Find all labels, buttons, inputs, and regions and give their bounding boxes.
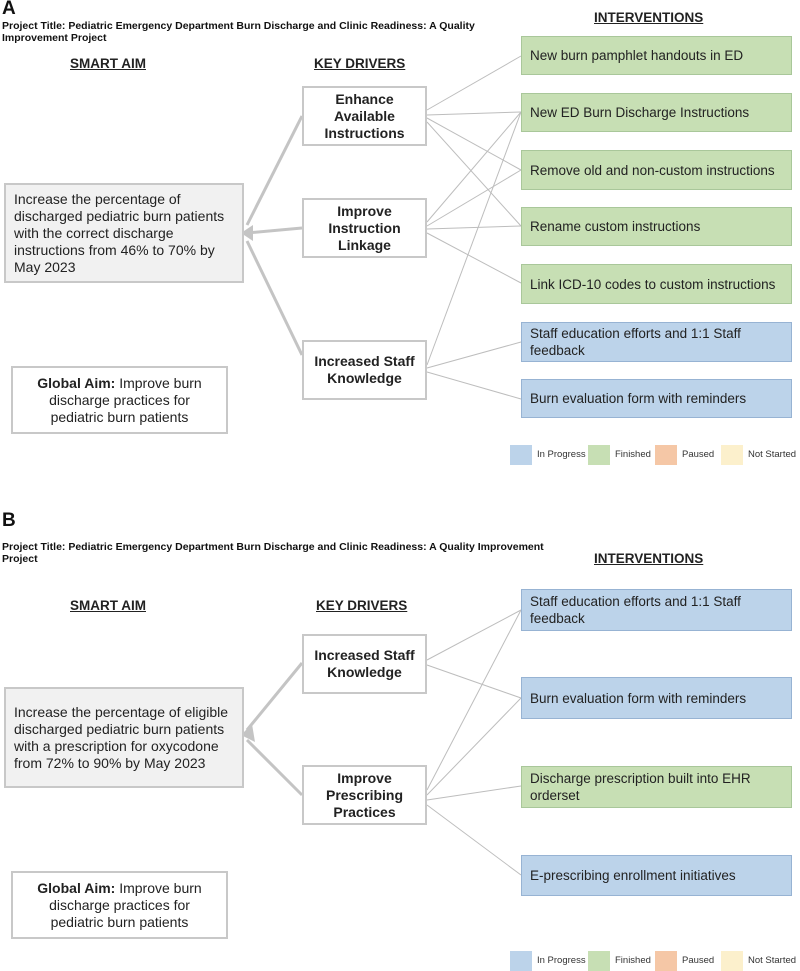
legend-swatch-in-progress [510, 445, 532, 465]
panel-b-intervention-4: E-prescribing enrollment initiatives [521, 855, 792, 896]
arrowhead-b [241, 724, 255, 742]
panel-a-driver-1: Enhance Available Instructions [302, 86, 427, 146]
panel-a-project-title: Project Title: Pediatric Emergency Depar… [2, 20, 475, 44]
legend-label-finished: Finished [615, 955, 651, 966]
panel-a-key-drivers-heading: KEY DRIVERS [314, 56, 406, 71]
panel-a-intervention-7: Burn evaluation form with reminders [521, 379, 792, 418]
panel-b-intervention-1: Staff education efforts and 1:1 Staff fe… [521, 589, 792, 631]
panel-b-intervention-3: Discharge prescription built into EHR or… [521, 766, 792, 808]
arrow-a-2 [246, 226, 303, 235]
global-aim-text: Improve burn discharge practices for ped… [49, 879, 202, 930]
arrow-b-2 [245, 738, 304, 797]
panel-a-interventions-heading: INTERVENTIONS [594, 10, 704, 25]
arrowhead-a [241, 225, 253, 241]
panel-b-global-aim-box: Global Aim: Improve burn discharge pract… [11, 871, 228, 939]
panel-a-smart-aim-heading: SMART AIM [70, 56, 146, 71]
panel-a-intervention-4: Rename custom instructions [521, 207, 792, 246]
arrow-b-1 [245, 662, 304, 731]
panel-b-smart-aim-box: Increase the percentage of eligible disc… [4, 687, 244, 788]
panel-a-driver-3: Increased Staff Knowledge [302, 340, 427, 400]
panel-b-letter: B [2, 510, 16, 531]
smart-aim-text: Increase the percentage of eligible disc… [14, 703, 229, 771]
legend-swatch-paused [655, 445, 677, 465]
panel-a-intervention-5: Link ICD-10 codes to custom instructions [521, 264, 792, 304]
legend-label-in-progress: In Progress [537, 955, 586, 966]
panel-b-driver-1: Increased Staff Knowledge [302, 634, 427, 694]
panel-a-global-aim-box: Global Aim: Improve burn discharge pract… [11, 366, 228, 434]
legend-swatch-finished [588, 445, 610, 465]
legend-swatch-in-progress [510, 951, 532, 971]
legend-label-not-started: Not Started [748, 449, 797, 460]
panel-a-intervention-3: Remove old and non-custom instructions [521, 150, 792, 190]
panel-a-driver-2: Improve Instruction Linkage [302, 198, 427, 258]
legend-label-paused: Paused [682, 449, 715, 460]
panel-b-key-drivers-heading: KEY DRIVERS [316, 598, 408, 613]
legend-swatch-finished [588, 951, 610, 971]
panel-b-intervention-2: Burn evaluation form with reminders [521, 677, 792, 719]
panel-a-intervention-2: New ED Burn Discharge Instructions [521, 93, 792, 132]
legend-swatch-not-started [721, 951, 743, 971]
legend-label-paused: Paused [682, 955, 715, 966]
smart-aim-text: Increase the percentage of discharged pe… [14, 190, 225, 275]
panel-a-intervention-6: Staff education efforts and 1:1 Staff fe… [521, 322, 792, 362]
global-aim-label: Global Aim: [37, 374, 116, 391]
panel-b-interventions-heading: INTERVENTIONS [594, 551, 704, 566]
global-aim-label: Global Aim: [37, 879, 116, 896]
global-aim-text: Improve burn discharge practices for ped… [49, 374, 202, 425]
panel-b-smart-aim-heading: SMART AIM [70, 598, 146, 613]
arrow-a-3 [245, 240, 304, 356]
arrow-a-1 [245, 115, 304, 226]
panel-a-smart-aim-box: Increase the percentage of discharged pe… [4, 183, 244, 283]
legend-label-finished: Finished [615, 449, 651, 460]
panel-b-project-title: Project Title: Pediatric Emergency Depar… [2, 541, 544, 565]
panel-b-driver-2: Improve Prescribing Practices [302, 765, 427, 825]
panel-a-intervention-1: New burn pamphlet handouts in ED [521, 36, 792, 75]
legend-label-not-started: Not Started [748, 955, 797, 966]
legend-swatch-paused [655, 951, 677, 971]
legend-label-in-progress: In Progress [537, 449, 586, 460]
panel-a-letter: A [2, 0, 16, 19]
legend-swatch-not-started [721, 445, 743, 465]
